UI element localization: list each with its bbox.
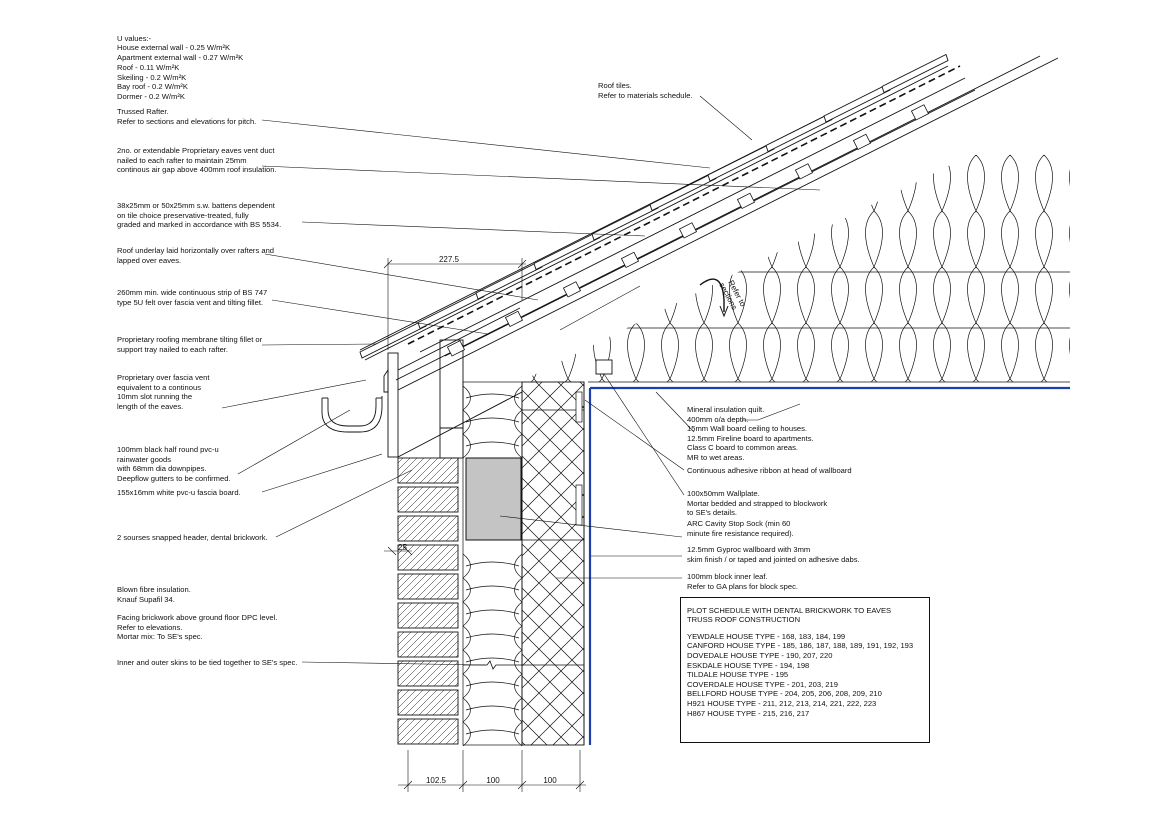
brick-course [397, 573, 459, 600]
outer-brick-leaf [397, 457, 459, 745]
roof-rafter [359, 55, 1059, 391]
note-fascia-board: 155x16mm white pvc-u fascia board. [117, 488, 241, 497]
batten [794, 163, 814, 180]
roof-battens [446, 104, 930, 357]
u-value-4: Skeiling - 0.2 W/m²K [117, 73, 187, 82]
note-facing-brickwork: Facing brickwork above ground floor DPC … [117, 613, 278, 642]
schedule-row: DOVEDALE HOUSE TYPE - 190, 207, 220 [687, 651, 833, 660]
note-cavity-stop: ARC Cavity Stop Sock (min 60 minute fire… [687, 519, 794, 538]
schedule-row: H921 HOUSE TYPE - 211, 212, 213, 214, 22… [687, 698, 877, 708]
batten [446, 340, 466, 357]
note-tilting-fillet: Proprietary roofing membrane tilting fil… [117, 335, 263, 354]
leader-lines [221, 95, 821, 666]
u-value-3: Roof - 0.11 W/m²K [117, 63, 180, 72]
roof-tiles [359, 53, 949, 359]
brick-course [397, 515, 459, 542]
brick-course [397, 689, 459, 716]
refer-to-sections-note: Refer to sections [699, 277, 748, 318]
roof-tile [765, 112, 833, 153]
note-mineral-quilt: Mineral insulation quilt. 400mm o/a dept… [687, 405, 765, 424]
note-roof-tiles: Roof tiles. Refer to materials schedule. [598, 81, 693, 100]
brick-course [397, 660, 459, 687]
u-value-6: Dormer - 0.2 W/m²K [117, 92, 185, 101]
dim-bottom-2: 100 [486, 776, 500, 785]
note-eaves-vent-duct: 2no. or extendable Proprietary eaves ven… [117, 146, 277, 175]
cavity-insulation [462, 381, 523, 747]
cavity-stop-sock [465, 457, 522, 541]
note-rainwater-goods: 100mm black half round pvc-u rainwater g… [117, 445, 231, 483]
u-value-2: Apartment external wall - 0.27 W/m²K [117, 53, 244, 62]
u-value-1: House external wall - 0.25 W/m²K [117, 43, 231, 52]
schedule-row: YEWDALE HOUSE TYPE - 168, 183, 184, 199 [687, 631, 846, 641]
note-trussed-rafter: Trussed Rafter. Refer to sections and el… [117, 107, 257, 126]
schedule-title: PLOT SCHEDULE WITH DENTAL BRICKWORK TO E… [687, 606, 892, 625]
batten [678, 222, 698, 239]
dim-bottom-3: 100 [543, 776, 557, 785]
schedule-row: ESKDALE HOUSE TYPE - 194, 198 [687, 660, 810, 670]
note-dental-brickwork: 2 sourses snapped header, dental brickwo… [117, 533, 268, 542]
roof-tile [359, 319, 427, 359]
batten [504, 310, 524, 328]
note-wall-ties: Inner and outer skins to be tied togethe… [117, 658, 298, 667]
note-blown-fibre: Blown fibre insulation. Knauf Supafil 34… [117, 585, 191, 604]
ceiling-board [583, 381, 1070, 745]
dimensions [383, 258, 586, 792]
eaves-assembly [321, 339, 523, 459]
u-value-5: Bay roof - 0.2 W/m²K [117, 82, 188, 91]
wallplate [595, 359, 613, 375]
schedule-list: YEWDALE HOUSE TYPE - 168, 183, 184, 199 … [687, 632, 923, 718]
batten [910, 104, 930, 121]
schedule-row: CANFORD HOUSE TYPE - 185, 186, 187, 188,… [687, 641, 914, 651]
brick-course [397, 718, 459, 745]
u-values-heading: U values:- [117, 34, 152, 43]
dim-bottom-1: 102.5 [426, 776, 447, 785]
brick-course [397, 602, 459, 629]
svg-text:Refer to sections: Refer to sections [717, 277, 748, 314]
batten [620, 251, 640, 269]
dim-top: 227.5 [439, 255, 460, 264]
brick-course [397, 544, 459, 571]
brick-course [397, 486, 459, 513]
inner-block-leaf [521, 381, 585, 746]
plot-schedule: PLOT SCHEDULE WITH DENTAL BRICKWORK TO E… [680, 597, 930, 743]
dim-gap: 25 [398, 543, 407, 552]
schedule-row: TILDALE HOUSE TYPE - 195 [687, 670, 789, 680]
note-battens: 38x25mm or 50x25mm s.w. battens dependen… [117, 201, 282, 230]
note-block-inner-leaf: 100mm block inner leaf. Refer to GA plan… [687, 572, 799, 591]
note-felt-strip: 260mm min. wide continuous strip of BS 7… [117, 288, 268, 307]
note-adhesive-ribbon: Continuous adhesive ribbon at head of wa… [687, 466, 852, 475]
batten [736, 192, 756, 210]
note-roof-underlay: Roof underlay laid horizontally over raf… [117, 246, 275, 265]
roof-tile [707, 142, 775, 182]
note-wallplate: 100x50mm Wallplate. Mortar bedded and st… [687, 489, 828, 518]
roof-tile [881, 53, 949, 94]
brick-course [397, 457, 459, 484]
note-ceiling-board: 15mm Wall board ceiling to houses. 12.5m… [687, 424, 814, 462]
schedule-row: H867 HOUSE TYPE - 215, 216, 217 [687, 708, 810, 718]
schedule-row: BELLFORD HOUSE TYPE - 204, 205, 206, 208… [687, 689, 882, 699]
brick-course [397, 631, 459, 658]
roof-tile [823, 83, 891, 123]
batten [562, 281, 582, 298]
batten [852, 133, 872, 151]
note-fascia-vent: Proprietary over fascia vent equivalent … [117, 373, 210, 411]
note-gyproc-wallboard: 12.5mm Gyproc wallboard with 3mm skim fi… [687, 545, 860, 564]
schedule-row: COVERDALE HOUSE TYPE - 201, 203, 219 [687, 679, 838, 689]
